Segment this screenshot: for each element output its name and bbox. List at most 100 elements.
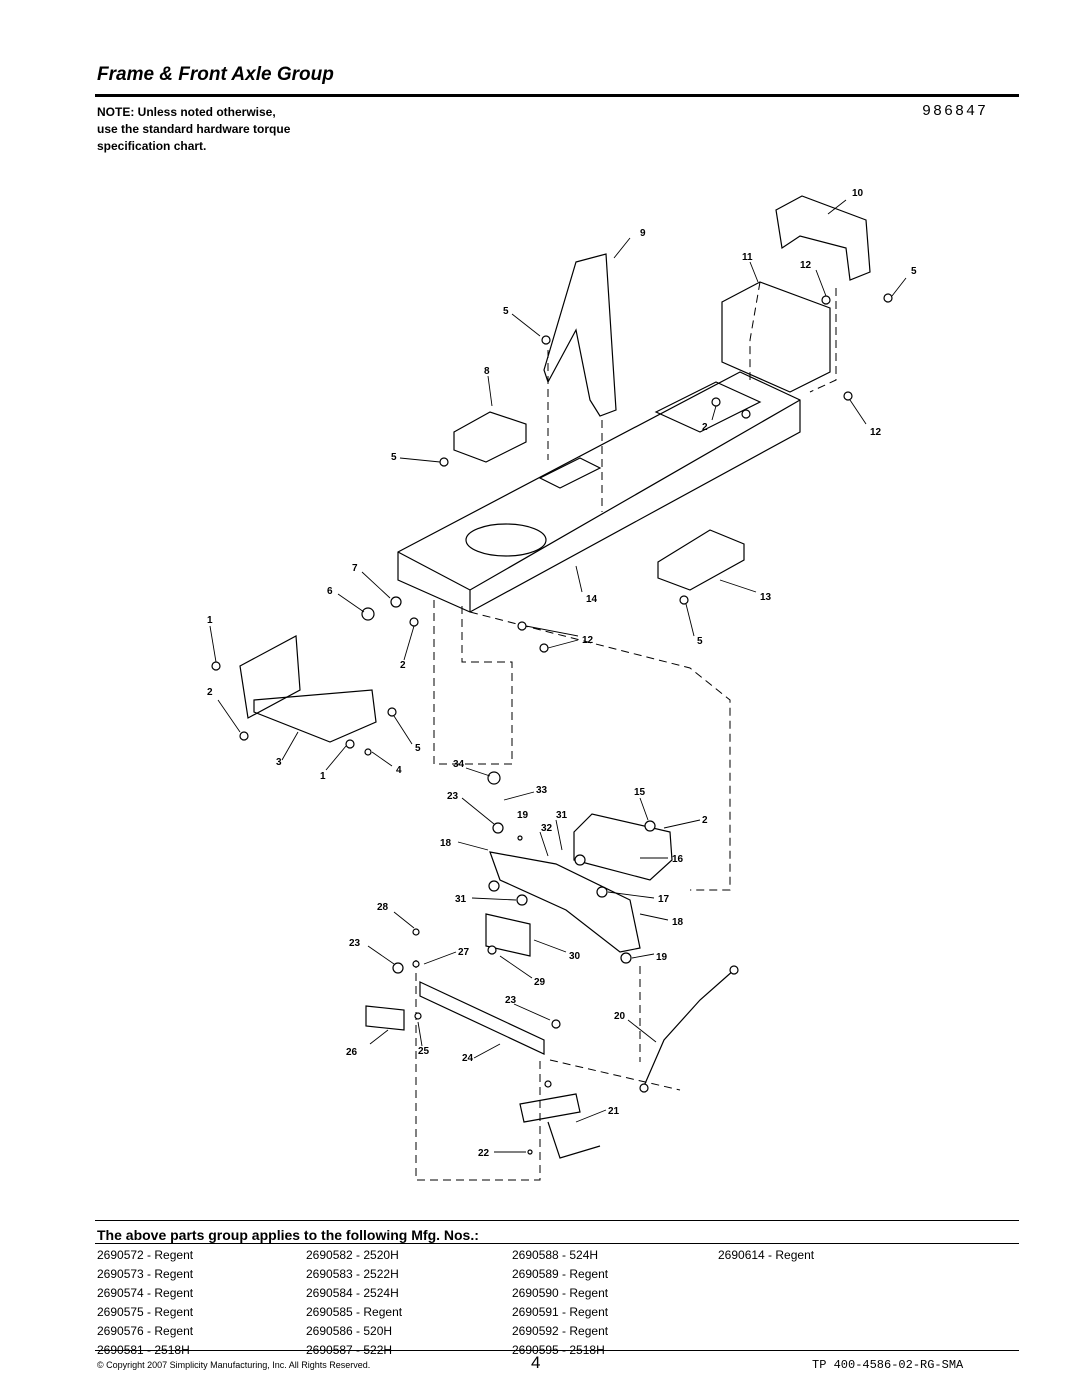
callout-label: 23: [447, 791, 459, 802]
spindle-right: [519, 1093, 581, 1123]
nut-icon: [517, 621, 527, 631]
washer-icon: [492, 822, 504, 834]
front-bracket-right: [253, 689, 377, 743]
leader-line: [369, 1029, 389, 1045]
frame-slot: [538, 457, 602, 489]
frame-cutout: [654, 381, 762, 433]
leader-line: [457, 841, 489, 851]
leader-line: [827, 199, 847, 215]
callout-label: 29: [534, 977, 546, 988]
note-line: use the standard hardware torque: [97, 122, 291, 136]
leader-line: [487, 375, 493, 407]
callout-label: 26: [346, 1047, 358, 1058]
nut-icon: [409, 617, 419, 627]
nut-icon: [843, 391, 853, 401]
callout-label: 11: [742, 252, 753, 263]
leader-line: [639, 913, 669, 921]
leader-line: [417, 1021, 423, 1047]
footer-rule: [95, 1350, 1019, 1351]
drag-link: [643, 969, 735, 1087]
leader-line: [631, 953, 655, 959]
callout-label: 30: [569, 951, 581, 962]
note-line: specification chart.: [97, 139, 207, 153]
callout-label: 16: [672, 854, 684, 865]
callout-label: 12: [870, 427, 882, 438]
callout-label: 2: [702, 815, 708, 826]
leader-line: [815, 269, 827, 297]
callout-label: 14: [586, 594, 598, 605]
callout-label: 32: [541, 823, 553, 834]
ball-joint-icon: [729, 965, 739, 975]
bolt-icon: [541, 335, 551, 345]
leader-line: [371, 751, 393, 767]
callout-label: 23: [349, 938, 361, 949]
leader-line: [539, 831, 549, 857]
callout-label: 10: [852, 188, 864, 199]
lower-dash-line: [415, 960, 541, 1181]
spindle-shaft: [547, 1121, 601, 1159]
dash-support: [543, 253, 617, 417]
leader-line: [499, 955, 533, 979]
cap-icon: [487, 771, 501, 785]
front-bracket-left: [239, 635, 301, 719]
callout-label: 19: [517, 810, 529, 821]
callout-label: 20: [614, 1011, 626, 1022]
callout-label: 5: [911, 266, 917, 277]
callout-label: 18: [440, 838, 452, 849]
nut-icon: [392, 962, 404, 974]
mfg-number: 2690590 - Regent: [512, 1286, 609, 1300]
callout-label: 22: [478, 1148, 490, 1159]
frame-top-edge: [397, 399, 801, 591]
leader-line: [627, 1019, 657, 1043]
leader-line: [217, 699, 241, 733]
section-rule: [95, 1220, 1019, 1221]
note-line: NOTE: Unless noted otherwise,: [97, 105, 276, 119]
washer-icon: [390, 596, 402, 608]
axle-support: [573, 813, 673, 881]
leader-line: [575, 565, 583, 593]
callout-label: 5: [697, 636, 703, 647]
callout-label: 31: [455, 894, 467, 905]
leader-line: [511, 313, 541, 337]
pin-icon: [544, 1080, 552, 1088]
torque-note: NOTE: Unless noted otherwise, use the st…: [97, 104, 357, 155]
leader-line: [367, 945, 395, 965]
leader-line: [547, 639, 579, 649]
hood-dash-line: [749, 281, 761, 380]
bushing-icon: [596, 886, 608, 898]
leader-line: [685, 603, 695, 637]
mfg-column-2: 2690582 - 2520H 2690583 - 2522H 2690584 …: [306, 1246, 402, 1360]
callout-label: 2: [400, 660, 406, 671]
bolt-icon: [361, 607, 375, 621]
mfg-number: 2690589 - Regent: [512, 1267, 609, 1281]
mfg-number: 2690588 - 524H: [512, 1248, 599, 1262]
nut-icon: [211, 661, 221, 671]
mfg-number: 2690575 - Regent: [97, 1305, 194, 1319]
leader-line: [393, 911, 415, 929]
mfg-number: 2690584 - 2524H: [306, 1286, 399, 1300]
tie-rod: [419, 981, 545, 1055]
leader-line: [423, 951, 457, 965]
leader-line: [891, 277, 907, 297]
callout-label: 34: [453, 759, 465, 770]
bolt-icon: [821, 295, 831, 305]
bolt-icon: [439, 457, 449, 467]
leader-line: [465, 767, 491, 777]
callout-label: 3: [276, 757, 282, 768]
leader-line: [473, 1043, 501, 1059]
title-rule: [95, 94, 1019, 97]
mfg-column-4: 2690614 - Regent: [718, 1246, 814, 1265]
page-title: Frame & Front Axle Group: [97, 64, 334, 85]
callout-label: 25: [418, 1046, 430, 1057]
leader-line: [533, 939, 567, 953]
leader-line: [749, 261, 759, 283]
callout-label: 24: [462, 1053, 474, 1064]
nut-icon: [239, 731, 249, 741]
callout-label: 1: [320, 771, 326, 782]
bolt-icon: [741, 409, 751, 419]
callout-label: 33: [536, 785, 548, 796]
copyright-notice: © Copyright 2007 Simplicity Manufacturin…: [97, 1360, 371, 1370]
bushing-icon: [574, 854, 586, 866]
mfg-number: 2690572 - Regent: [97, 1248, 194, 1262]
callout-label: 7: [352, 563, 358, 574]
